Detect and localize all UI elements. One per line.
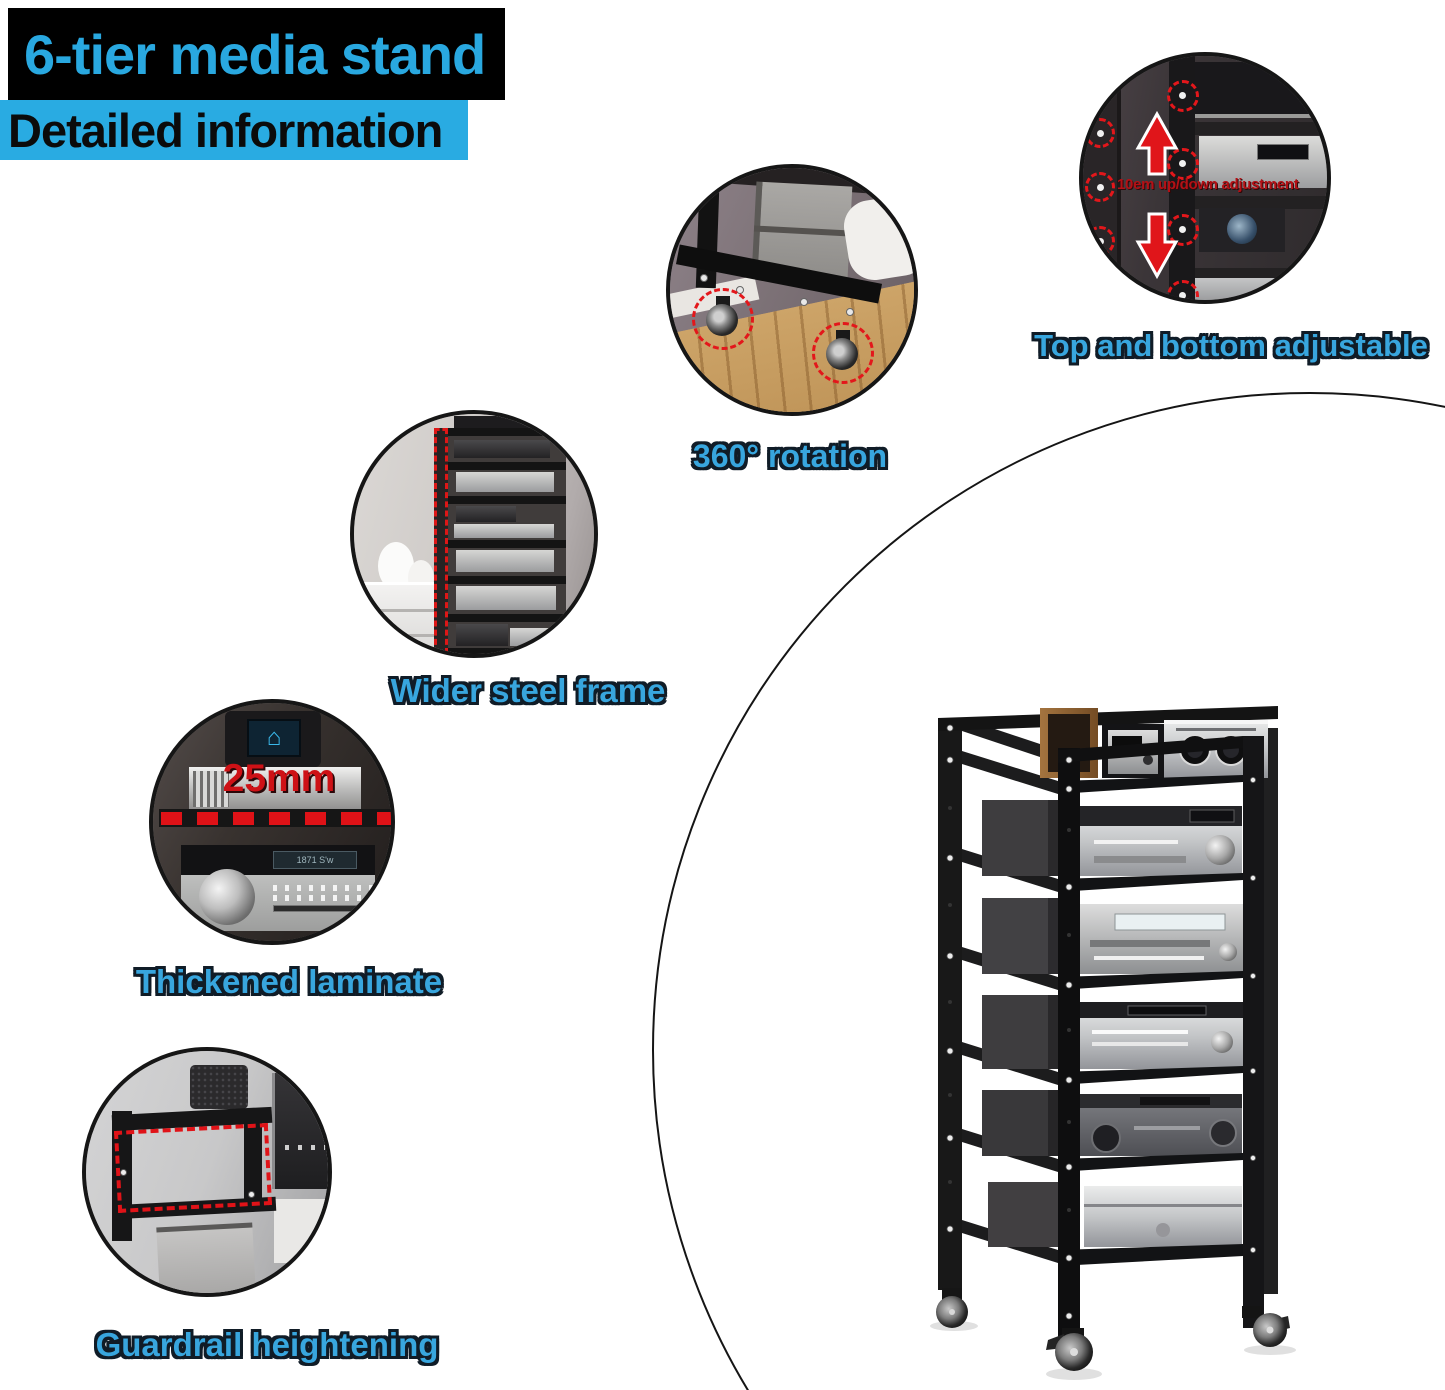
front-right-post xyxy=(1243,736,1264,1328)
caption-rotation: 360° rotation xyxy=(692,438,888,474)
dashed-circle-annotation xyxy=(812,322,874,384)
top-front-bar xyxy=(1058,736,1243,763)
adjustment-arrows xyxy=(1135,110,1179,280)
audio-unit xyxy=(1195,62,1327,118)
dashed-circle-annotation xyxy=(1167,80,1199,112)
front-left-post xyxy=(1058,748,1080,1348)
caption-laminate: Thickened laminate xyxy=(135,963,443,1000)
page-title: 6-tier media stand xyxy=(24,22,486,86)
highlighted-post xyxy=(434,428,448,654)
thickness-annotation: 25mm xyxy=(222,757,336,800)
shelf-bar xyxy=(1191,196,1327,209)
dashed-rect-annotation xyxy=(113,1123,273,1213)
smart-display-device: ⌂ xyxy=(225,711,321,767)
side-rails xyxy=(962,718,1058,1263)
equipment-box xyxy=(156,1222,256,1293)
feature-photo-frame xyxy=(350,410,598,658)
screw xyxy=(248,1191,255,1198)
dashed-circle-annotation xyxy=(1167,280,1199,300)
volume-knob xyxy=(199,869,255,925)
screw xyxy=(700,274,708,282)
main-product-photo xyxy=(930,706,1296,1380)
equipment-box xyxy=(274,1199,328,1263)
adjustment-holes xyxy=(948,806,1071,1212)
guardrail-right-post xyxy=(244,1115,262,1211)
screw xyxy=(846,308,854,316)
caption-frame: Wider steel frame xyxy=(390,672,666,709)
audio-receiver: 1871 S'w xyxy=(181,845,375,931)
dashed-circle-annotation xyxy=(1085,118,1115,148)
dashed-circle-annotation xyxy=(1085,226,1115,256)
speaker-grille xyxy=(190,1065,248,1109)
side-equipment xyxy=(982,800,1060,1247)
subtitle-bar: Detailed information xyxy=(0,100,468,160)
screw xyxy=(800,298,808,306)
dashed-circle-annotation xyxy=(1085,172,1115,202)
audio-receiver xyxy=(1199,136,1327,188)
feature-photo-guardrail xyxy=(82,1047,332,1297)
down-arrow-icon xyxy=(1135,212,1179,280)
audio-unit xyxy=(1199,208,1285,252)
dashed-circle-annotation xyxy=(1167,148,1199,180)
page-subtitle: Detailed information xyxy=(8,103,443,157)
feature-photo-adjustable: 10em up/down adjustment xyxy=(1079,52,1331,304)
equipment-tower xyxy=(272,1073,328,1189)
shelves xyxy=(1058,770,1264,1266)
dashed-circle-annotation xyxy=(1167,214,1199,246)
feature-photo-rotation xyxy=(666,164,918,416)
up-arrow-icon xyxy=(1135,110,1179,176)
casters xyxy=(930,1288,1296,1380)
caption-guardrail: Guardrail heightening xyxy=(95,1326,439,1363)
title-bar: 6-tier media stand xyxy=(8,8,505,100)
audio-receiver xyxy=(1195,278,1327,300)
screw xyxy=(120,1169,127,1176)
shelf-bar xyxy=(1191,122,1327,135)
audio-unit xyxy=(189,767,361,811)
audio-unit xyxy=(454,416,554,430)
dashed-line-annotation xyxy=(161,812,391,825)
shelf-equipment xyxy=(1078,806,1244,1247)
dashed-circle-annotation xyxy=(692,288,754,350)
top-guardrail xyxy=(938,706,1278,731)
screws xyxy=(946,724,1256,1320)
caption-adjustable: Top and bottom adjustable xyxy=(1034,328,1428,363)
feature-photo-laminate: ⌂ 25mm 1871 S'w xyxy=(149,699,395,945)
rear-right-post xyxy=(1264,728,1278,1294)
house-icon: ⌂ xyxy=(247,719,301,757)
dresser xyxy=(354,582,444,654)
media-rack-photo xyxy=(434,416,566,654)
shelf-bar xyxy=(1191,268,1327,281)
adjustment-annotation: 10em up/down adjustment xyxy=(1117,176,1299,193)
amp-knob xyxy=(1091,1123,1121,1153)
amp-knob xyxy=(1209,1119,1237,1147)
